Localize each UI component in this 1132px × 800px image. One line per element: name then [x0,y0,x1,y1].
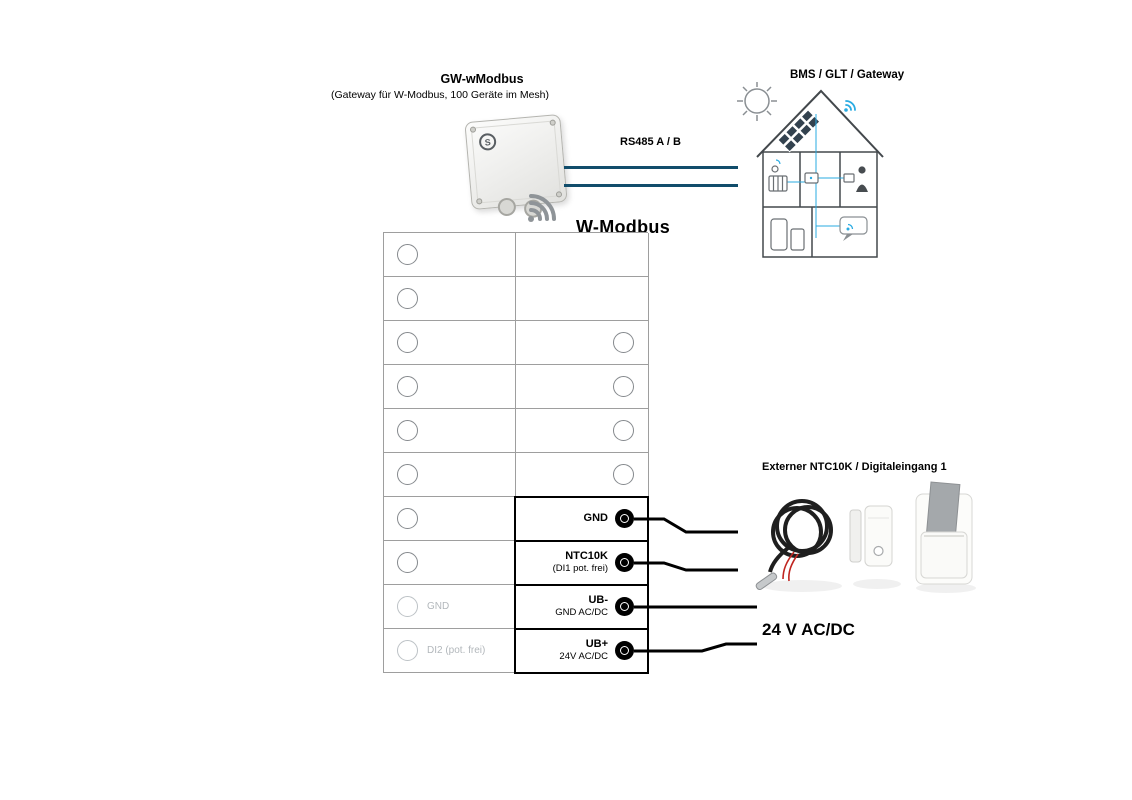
cable-gland-icon [497,197,517,217]
terminal-circle [397,464,418,485]
terminal-muted-label: GND [427,601,450,612]
terminal-cell-ub-minus: UB-GND AC/DC [516,585,649,629]
device-wifi-icon [528,194,556,222]
terminal-cell-right-2 [516,277,649,321]
bms-label: BMS / GLT / Gateway [790,69,905,81]
rs485-line-a [564,166,738,169]
terminal-contact-icon [615,553,634,572]
terminal-cell-right-5 [516,409,649,453]
terminal-circle [613,420,634,441]
terminal-muted-label: DI2 (pot. frei) [427,645,486,656]
terminal-sublabel: (DI1 pot. frei) [552,563,608,575]
solar-panel-icon [777,109,821,153]
gateway-title: GW-wModbus [440,72,524,86]
sun-icon [737,82,777,121]
terminal-cell-gnd: GND [516,497,649,541]
terminal-sublabel: 24V AC/DC [559,651,608,663]
display-icon [843,173,855,183]
terminal-label: GND [583,512,608,525]
terminal-circle [397,508,418,529]
ntc-cable-icon [755,499,833,591]
terminal-block: GND NTC10K(DI1 pot. frei) GND UB-GND AC/… [383,232,649,673]
gateway-caption: GW-wModbus (Gateway für W-Modbus, 100 Ge… [300,72,580,101]
chat-bubble-icon [839,216,868,241]
terminal-cell-left-1 [384,233,516,277]
gateway-subtitle: (Gateway für W-Modbus, 100 Geräte im Mes… [330,89,550,101]
terminal-cell-ub-plus: UB+24V AC/DC [516,629,649,673]
terminal-cell-right-3 [516,321,649,365]
terminal-circle [397,552,418,573]
terminal-circle [397,420,418,441]
power-supply-label: 24 V AC/DC [762,620,855,639]
terminal-circle [613,332,634,353]
door-contact-icon [849,505,893,567]
terminal-label: NTC10K [565,550,608,563]
terminal-contact-icon [615,597,634,616]
person-icon [856,166,868,192]
terminal-cell-left-8 [384,541,516,585]
terminal-cell-left-3 [384,321,516,365]
terminal-cell-ntc10k: NTC10K(DI1 pot. frei) [516,541,649,585]
terminal-circle [613,464,634,485]
card-switch-icon [915,481,973,585]
rs485-line-b [564,184,738,187]
terminal-cell-right-4 [516,365,649,409]
terminal-circle [613,376,634,397]
boiler-icon [770,218,805,251]
roof-wifi-icon [845,100,856,111]
terminal-circle [397,244,418,265]
terminal-sublabel: GND AC/DC [555,607,608,619]
terminal-label: UB+ [585,638,608,651]
terminal-circle [397,332,418,353]
terminal-cell-left-10: DI2 (pot. frei) [384,629,516,673]
terminal-cell-left-7 [384,497,516,541]
terminal-cell-left-2 [384,277,516,321]
terminal-circle [397,596,418,617]
external-input-label: Externer NTC10K / Digitaleingang 1 [762,461,947,473]
wire-gnd [634,517,738,534]
terminal-cell-left-9: GND [384,585,516,629]
radiator-icon [768,165,788,192]
terminal-cell-left-5 [384,409,516,453]
building-illustration [737,82,884,258]
rs485-label: RS485 A / B [620,136,681,148]
sensor-products-illustration [755,481,976,593]
terminal-cell-right-1 [516,233,649,277]
terminal-cell-right-6 [516,453,649,497]
terminal-contact-icon [615,641,634,660]
wire-ub-plus [634,642,757,653]
wire-ntc10k [634,561,738,572]
terminal-cell-left-4 [384,365,516,409]
terminal-contact-icon [615,509,634,528]
terminal-circle [397,376,418,397]
terminal-circle [397,640,418,661]
terminal-cell-left-6 [384,453,516,497]
terminal-label: UB- [588,594,608,607]
terminal-circle [397,288,418,309]
